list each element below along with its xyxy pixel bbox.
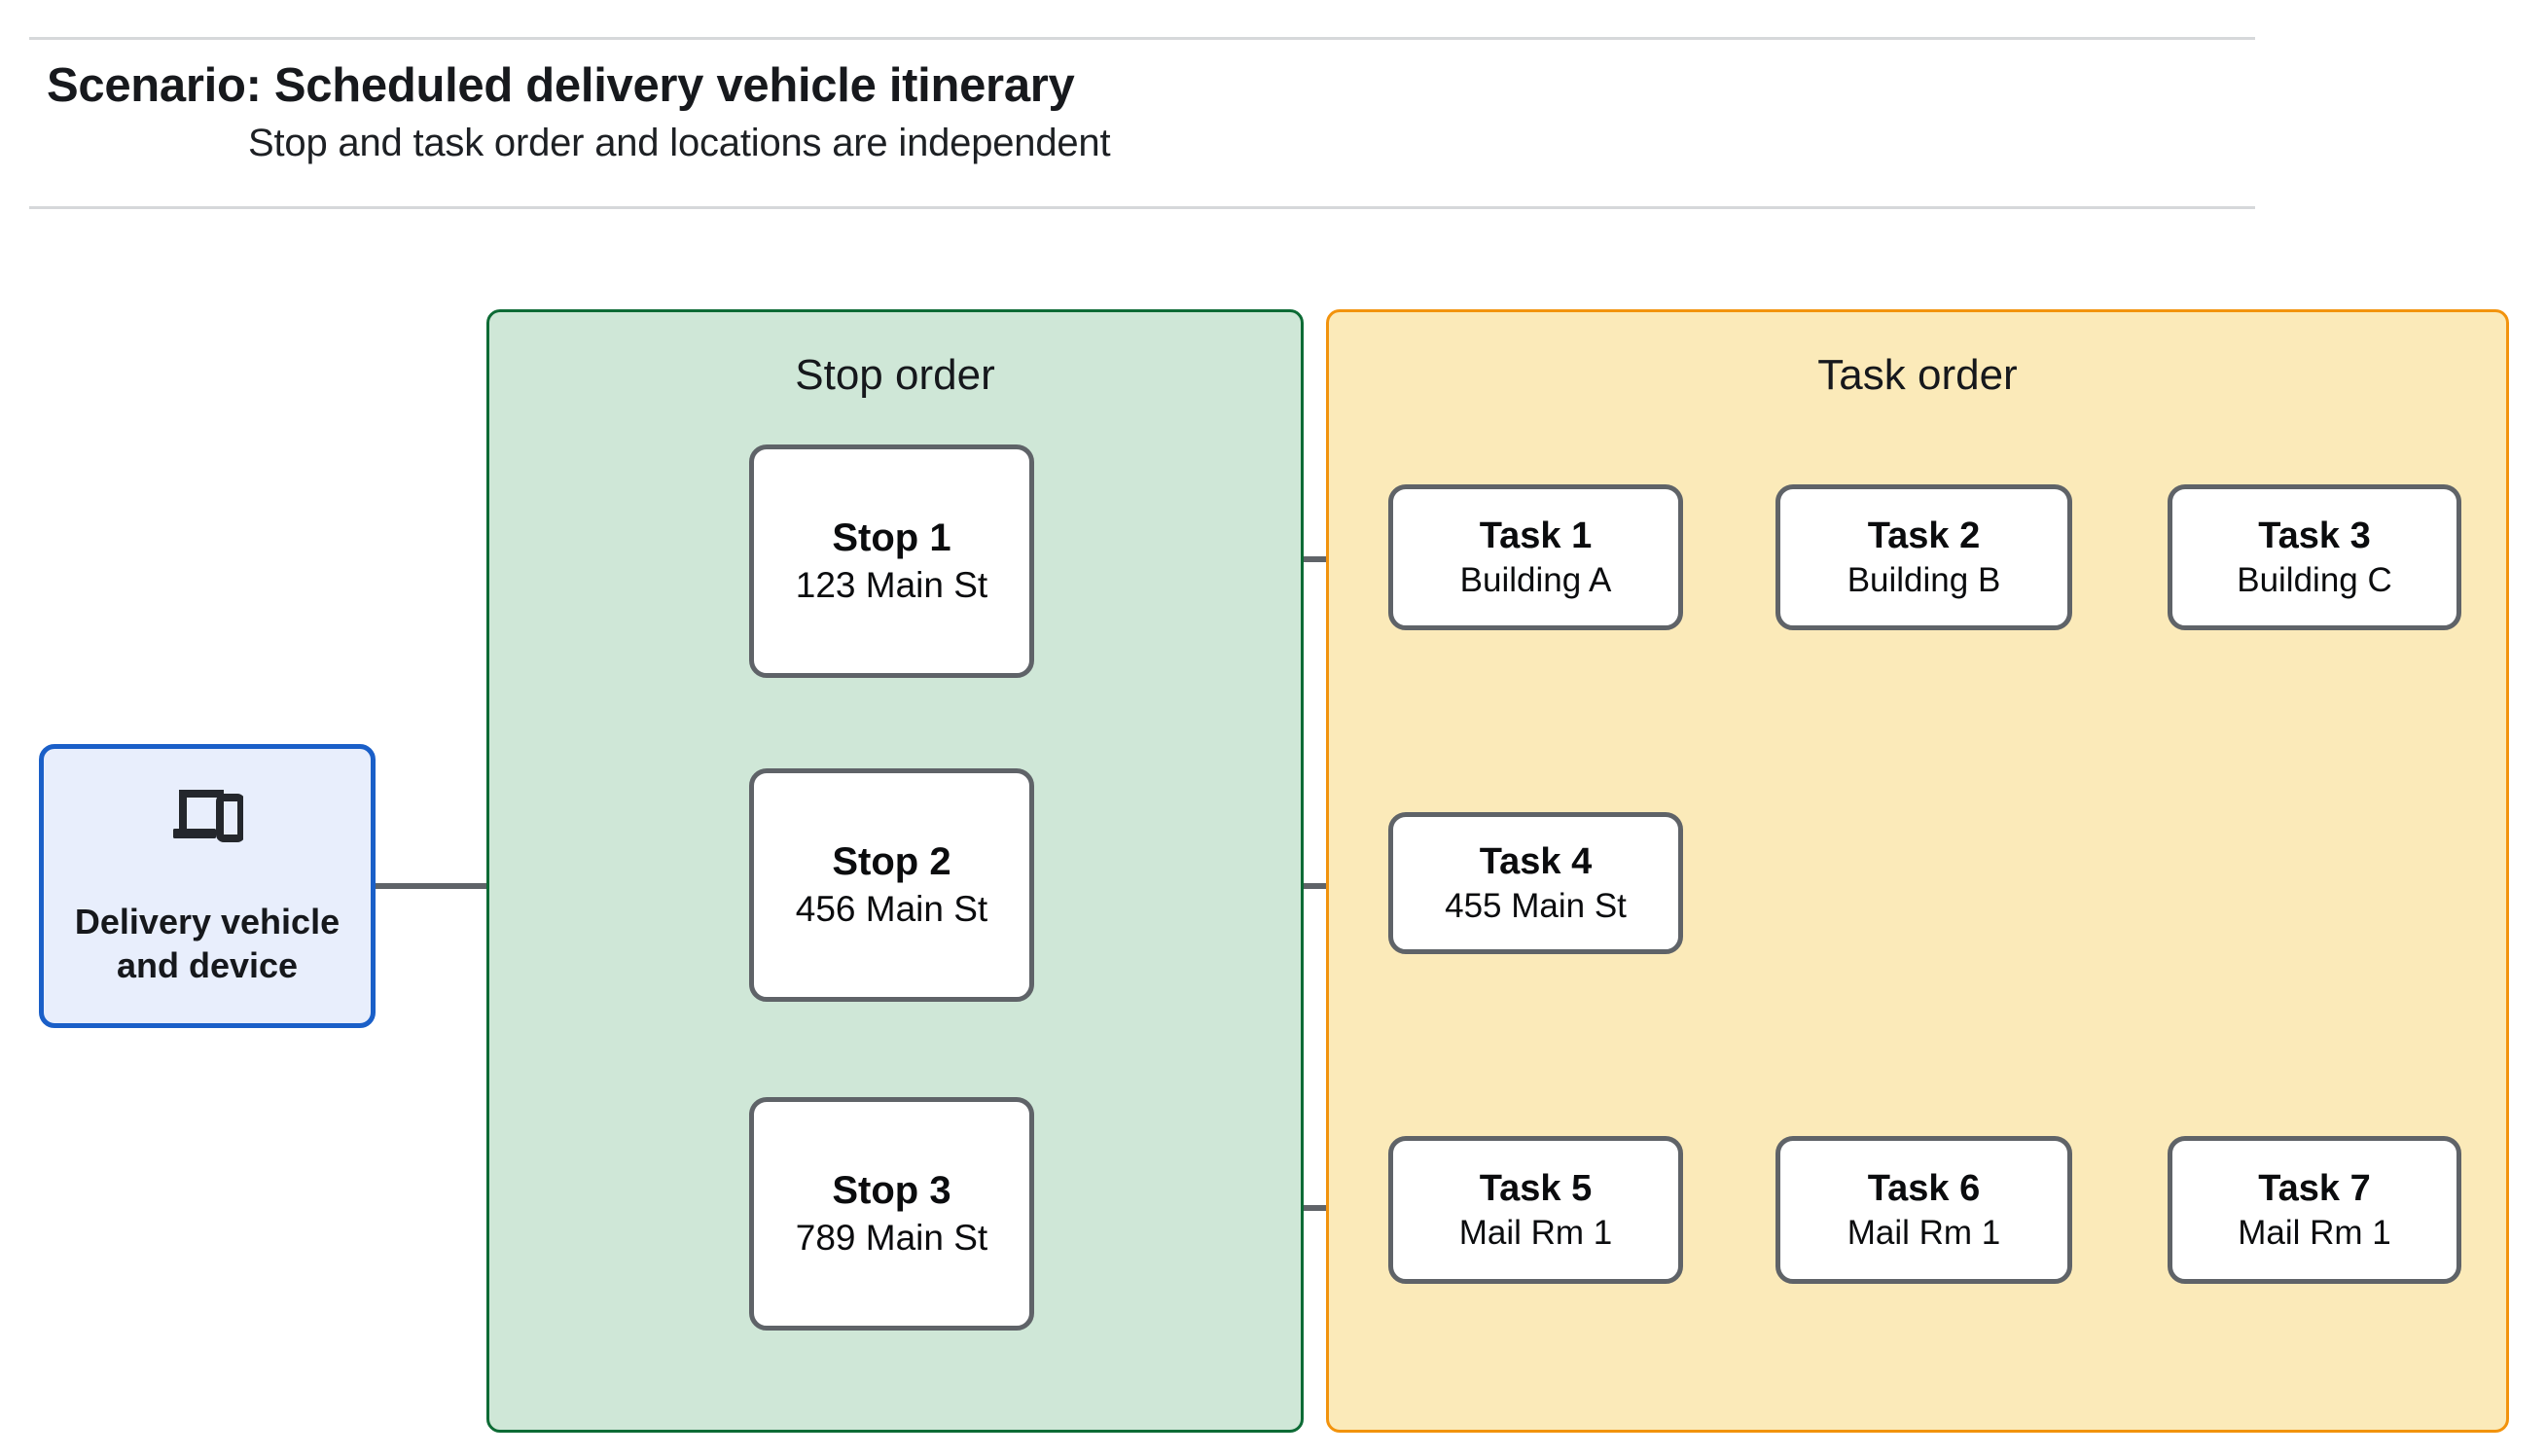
node-stop-3[interactable]: Stop 3 789 Main St — [749, 1097, 1034, 1331]
node-task-5-location: Mail Rm 1 — [1458, 1214, 1613, 1253]
node-delivery-vehicle[interactable]: Delivery vehicle and device — [39, 744, 376, 1028]
node-task-5[interactable]: Task 5 Mail Rm 1 — [1388, 1136, 1683, 1284]
node-task-5-title: Task 5 — [1479, 1167, 1593, 1209]
node-task-7-title: Task 7 — [2258, 1167, 2371, 1209]
header-divider-bottom — [29, 206, 2255, 209]
node-task-6-title: Task 6 — [1867, 1167, 1981, 1209]
node-task-2-location: Building B — [1847, 561, 2001, 600]
node-task-7-location: Mail Rm 1 — [2238, 1214, 2391, 1253]
vehicle-label-line-2: and device — [116, 944, 299, 985]
node-stop-1[interactable]: Stop 1 123 Main St — [749, 444, 1034, 678]
node-task-4[interactable]: Task 4 455 Main St — [1388, 812, 1683, 954]
node-task-2-title: Task 2 — [1867, 515, 1981, 556]
edge-vehicle-to-trunk — [376, 883, 556, 889]
node-delivery-vehicle-label: Delivery vehicle and device — [75, 900, 340, 987]
node-stop-2[interactable]: Stop 2 456 Main St — [749, 768, 1034, 1002]
devices-icon — [171, 786, 245, 849]
group-stop-order-title: Stop order — [795, 351, 995, 399]
node-stop-2-location: 456 Main St — [795, 889, 988, 930]
node-stop-3-title: Stop 3 — [832, 1169, 951, 1213]
node-task-7[interactable]: Task 7 Mail Rm 1 — [2168, 1136, 2461, 1284]
node-task-1-location: Building A — [1459, 561, 1612, 600]
node-task-2[interactable]: Task 2 Building B — [1775, 484, 2072, 630]
group-task-order-title: Task order — [1817, 351, 2018, 399]
node-task-3-title: Task 3 — [2258, 515, 2371, 556]
header-divider-top — [29, 37, 2255, 40]
vehicle-label-line-1: Delivery vehicle — [74, 901, 341, 941]
node-task-3[interactable]: Task 3 Building C — [2168, 484, 2461, 630]
node-task-1[interactable]: Task 1 Building A — [1388, 484, 1683, 630]
node-task-6[interactable]: Task 6 Mail Rm 1 — [1775, 1136, 2072, 1284]
node-stop-3-location: 789 Main St — [795, 1218, 988, 1259]
node-stop-1-title: Stop 1 — [832, 516, 951, 560]
node-task-4-title: Task 4 — [1479, 840, 1593, 882]
node-task-6-location: Mail Rm 1 — [1847, 1214, 2001, 1253]
node-task-4-location: 455 Main St — [1445, 887, 1627, 926]
node-task-1-title: Task 1 — [1479, 515, 1593, 556]
node-stop-2-title: Stop 2 — [832, 840, 951, 884]
page-title: Scenario: Scheduled delivery vehicle iti… — [47, 59, 1075, 112]
page-subtitle: Stop and task order and locations are in… — [248, 122, 1111, 164]
node-stop-1-location: 123 Main St — [795, 565, 988, 606]
node-task-3-location: Building C — [2237, 561, 2392, 600]
